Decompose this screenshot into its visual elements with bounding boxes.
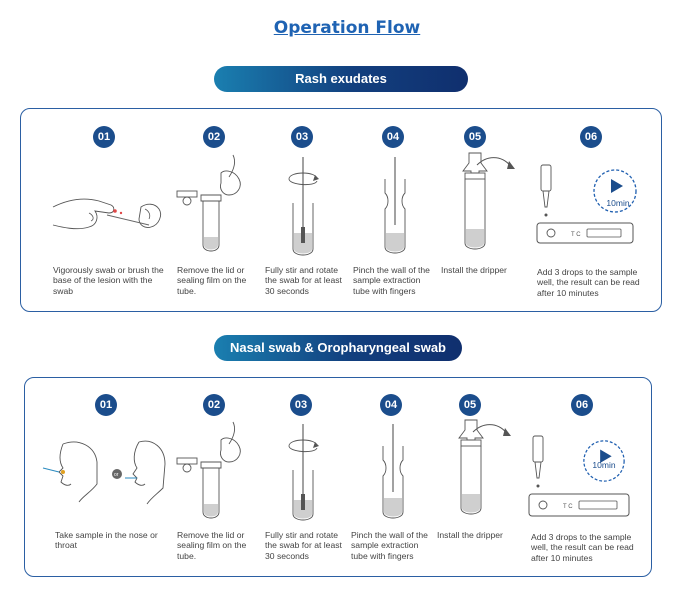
section-banner-nasal: Nasal swab & Oropharyngeal swab bbox=[214, 335, 462, 361]
page-title: Operation Flow bbox=[273, 18, 421, 38]
step-number-05: 05 bbox=[459, 394, 481, 416]
svg-text:T C: T C bbox=[563, 504, 573, 510]
step-number-01: 01 bbox=[93, 126, 115, 148]
step-text: Fully stir and rotate the swab for at le… bbox=[265, 265, 342, 296]
step-number-04: 04 bbox=[380, 394, 402, 416]
timer-label: 10min bbox=[592, 460, 616, 470]
pinch-tube-illustration bbox=[384, 157, 406, 254]
svg-text:or: or bbox=[114, 472, 119, 478]
stir-swab-illustration bbox=[288, 157, 319, 256]
section-box-rash: 01 Vigorously swab or brush the base of … bbox=[20, 108, 662, 312]
pinch-tube-illustration bbox=[382, 424, 404, 519]
step-text: Fully stir and rotate the swab for at le… bbox=[265, 530, 342, 561]
svg-text:T C: T C bbox=[571, 232, 581, 238]
step-number-03: 03 bbox=[290, 394, 312, 416]
step-text: Pinch the wall of the sample extraction … bbox=[353, 265, 430, 296]
open-tube-illustration bbox=[176, 421, 241, 519]
stir-swab-illustration bbox=[288, 424, 319, 521]
step-text: Pinch the wall of the sample extraction … bbox=[351, 530, 428, 561]
dripper-tube-illustration bbox=[458, 419, 511, 515]
cassette-drops-illustration: T C bbox=[536, 164, 634, 244]
step-text: Remove the lid or sealing film on the tu… bbox=[177, 265, 247, 296]
step-text: Vigorously swab or brush the base of the… bbox=[53, 265, 164, 296]
step-text: Remove the lid or sealing film on the tu… bbox=[177, 530, 247, 561]
step-text: Add 3 drops to the sample well, the resu… bbox=[531, 532, 634, 563]
timer-label: 10min bbox=[606, 198, 630, 208]
step-number-06: 06 bbox=[571, 394, 593, 416]
swab-lesion-illustration bbox=[52, 198, 162, 230]
dripper-tube-illustration bbox=[462, 152, 515, 250]
section-banner-rash: Rash exudates bbox=[214, 66, 468, 92]
step-number-06: 06 bbox=[580, 126, 602, 148]
step-text: Install the dripper bbox=[441, 265, 507, 275]
step-text: Install the dripper bbox=[437, 530, 503, 540]
step-number-02: 02 bbox=[203, 126, 225, 148]
step-number-05: 05 bbox=[464, 126, 486, 148]
step-number-04: 04 bbox=[382, 126, 404, 148]
step-number-03: 03 bbox=[291, 126, 313, 148]
cassette-drops-illustration: T C bbox=[528, 435, 630, 517]
timer-clock-icon bbox=[593, 169, 637, 213]
step-text: Add 3 drops to the sample well, the resu… bbox=[537, 267, 640, 298]
step-number-02: 02 bbox=[203, 394, 225, 416]
open-tube-illustration bbox=[176, 154, 241, 252]
section-box-nasal: 01 or Take sample in the nose or throat … bbox=[24, 377, 652, 577]
step-text: Take sample in the nose or throat bbox=[55, 530, 158, 551]
nose-throat-sample-illustration: or bbox=[42, 440, 166, 505]
step-number-01: 01 bbox=[95, 394, 117, 416]
timer-clock-icon bbox=[583, 440, 625, 482]
